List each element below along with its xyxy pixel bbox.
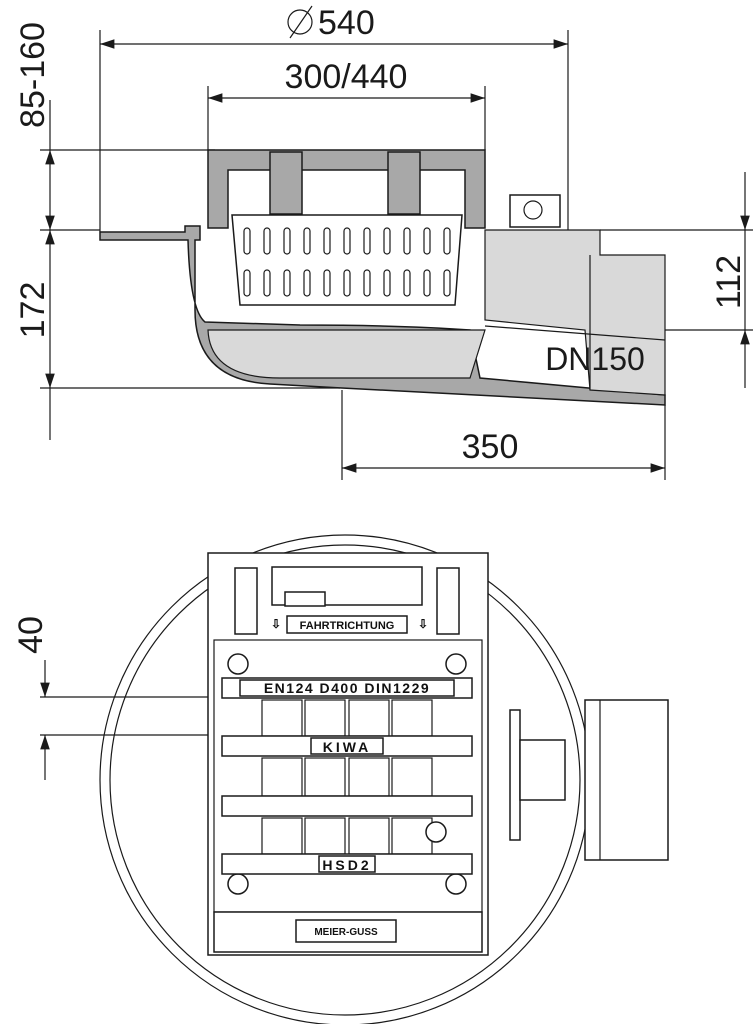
dim-outlet-length-text: 350 [462,428,519,466]
dim-bar-spacing-text: 40 [12,616,50,654]
maker-logo: MEIER-GUSS [314,927,378,938]
bar-label-hsd2: HSD2 [322,857,371,873]
basket-slot [443,269,451,297]
grate-bar: HSD2 [221,853,473,875]
dim-height-adjust-text: 85-160 [14,22,52,128]
grate-bar: EN124 D400 DIN1229 [221,677,473,699]
basket-slot [403,269,411,297]
drain-body-section: DN150 [99,149,666,406]
basket-slot [243,269,251,297]
outlet-pipe [584,699,669,861]
bolts [227,653,467,895]
basket-slot [383,227,391,255]
basket-slot [263,269,271,297]
basket-slots [243,227,451,297]
dim-grate-text: 300/440 [285,58,408,96]
bar-label-kiwa: KIWA [323,739,372,755]
basket-slot [403,227,411,255]
dim-body-height-text: 172 [14,282,52,339]
diameter-symbol-icon [287,9,313,35]
basket-slot [363,269,371,297]
dim-diameter-text: 540 [318,4,375,42]
basket-slot [263,227,271,255]
basket-slot [363,227,371,255]
dimension-outlet-height: 112 [600,172,753,388]
side-view: 540 300/440 85-160 172 112 [14,4,753,480]
basket-slot [323,227,331,255]
basket-slot [443,227,451,255]
basket-slot [303,227,311,255]
dimension-outlet-length: 350 [341,390,666,480]
outlet-label: DN150 [545,341,645,377]
bar-label-standard: EN124 D400 DIN1229 [264,680,430,696]
basket-slot [323,269,331,297]
grate-bar: KIWA [221,735,473,757]
dimension-diameter: 540 [99,4,569,232]
basket-slot [243,227,251,255]
basket-slot [283,227,291,255]
basket-slot [343,269,351,297]
dimension-bar-spacing: 40 [12,616,230,780]
basket-slot [303,269,311,297]
arrow-down-icon: ⇩ [418,617,428,631]
direction-label: FAHRTRICHTUNG [300,620,395,632]
basket-slot [343,227,351,255]
basket-slot [383,269,391,297]
basket-slot [423,269,431,297]
basket-slot [283,269,291,297]
arrow-down-icon: ⇩ [271,617,281,631]
dimension-grate: 300/440 [207,58,486,150]
dimension-heights-left: 85-160 172 [14,22,340,440]
basket-slot [423,227,431,255]
grate-bar [221,795,473,817]
dim-outlet-height-text: 112 [710,255,748,309]
plan-view: 40 ⇩ ⇩ FAHRTRICHTUNG EN124 D400 [12,534,669,1024]
